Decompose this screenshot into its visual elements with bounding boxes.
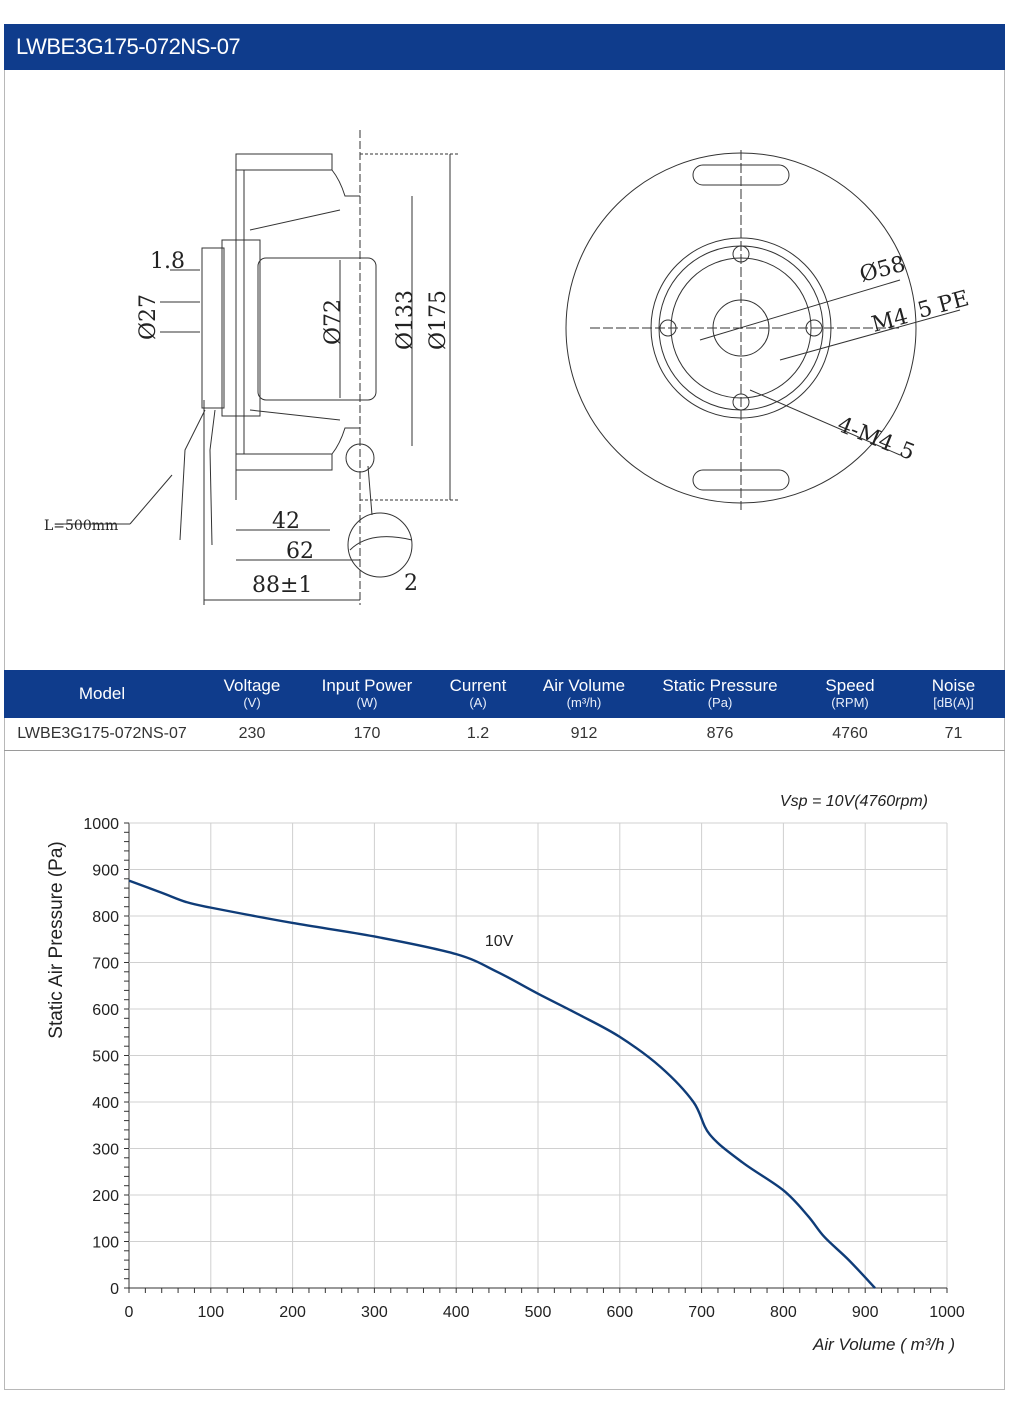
y-tick-label: 500 <box>92 1049 119 1066</box>
dim-88: 88±1 <box>252 573 312 598</box>
x-tick-label: 600 <box>606 1304 633 1321</box>
y-axis-label: Static Air Pressure (Pa) <box>46 841 67 1038</box>
x-tick-label: 200 <box>279 1304 306 1321</box>
series-label-10v: 10V <box>485 933 514 950</box>
col-model: Model <box>4 670 200 718</box>
x-tick-label: 700 <box>688 1304 715 1321</box>
col-static-pressure: Static Pressure(Pa) <box>642 670 798 718</box>
table-header-row: Model Voltage(V) Input Power(W) Current(… <box>4 670 1005 718</box>
x-tick-label: 800 <box>770 1304 797 1321</box>
dim-d72: Ø72 <box>321 299 346 345</box>
cell-air-volume: 912 <box>526 718 642 751</box>
x-tick-label: 900 <box>852 1304 879 1321</box>
y-tick-label: 700 <box>92 956 119 973</box>
x-tick-label: 100 <box>197 1304 224 1321</box>
cell-current: 1.2 <box>430 718 526 751</box>
y-tick-label: 800 <box>92 909 119 926</box>
y-tick-label: 900 <box>92 863 119 880</box>
y-tick-label: 1000 <box>83 816 119 833</box>
dim-62: 62 <box>286 539 314 564</box>
page-title-bar: LWBE3G175-072NS-07 <box>4 24 1005 70</box>
y-tick-label: 100 <box>92 1235 119 1252</box>
dim-d58: Ø58 <box>857 252 908 288</box>
col-noise: Noise[dB(A)] <box>902 670 1005 718</box>
dim-2: 2 <box>404 571 418 596</box>
y-tick-label: 0 <box>110 1281 119 1298</box>
x-tick-label: 500 <box>525 1304 552 1321</box>
series-line-10v <box>128 879 876 1289</box>
y-tick-label: 200 <box>92 1188 119 1205</box>
dimension-drawing: 1.8 Ø27 Ø72 Ø133 Ø175 L=500mm 42 62 88±1… <box>44 130 972 605</box>
dim-5: 5 <box>896 437 918 465</box>
x-tick-label: 0 <box>125 1304 134 1321</box>
dim-d133: Ø133 <box>393 290 418 350</box>
dim-1-8: 1.8 <box>150 249 185 274</box>
col-air-volume: Air Volume(m³/h) <box>526 670 642 718</box>
cell-noise: 71 <box>902 718 1005 751</box>
col-speed: Speed(RPM) <box>798 670 902 718</box>
dim-42: 42 <box>272 509 300 534</box>
y-tick-label: 400 <box>92 1095 119 1112</box>
dim-d27: Ø27 <box>136 294 161 340</box>
dim-m4: M4 <box>869 304 911 338</box>
x-axis-label: Air Volume ( m³/h ) <box>812 1335 955 1354</box>
dim-d175: Ø175 <box>426 290 451 350</box>
x-tick-label: 1000 <box>929 1304 965 1321</box>
cell-speed: 4760 <box>798 718 902 751</box>
dim-cable-length: L=500mm <box>44 518 118 534</box>
cell-static-pressure: 876 <box>642 718 798 751</box>
col-voltage: Voltage(V) <box>200 670 304 718</box>
x-tick-label: 400 <box>443 1304 470 1321</box>
table-row: LWBE3G175-072NS-07 230 170 1.2 912 876 4… <box>4 718 1005 751</box>
cell-model: LWBE3G175-072NS-07 <box>4 718 200 751</box>
x-tick-label: 300 <box>361 1304 388 1321</box>
cell-voltage: 230 <box>200 718 304 751</box>
page-title: LWBE3G175-072NS-07 <box>16 34 241 59</box>
y-tick-label: 600 <box>92 1002 119 1019</box>
cell-input-power: 170 <box>304 718 430 751</box>
y-tick-label: 300 <box>92 1142 119 1159</box>
performance-chart: 0 100 200 300 400 500 600 700 800 900 1000 0 100 200 3… <box>46 793 965 1354</box>
dim-5pe: 5 PE <box>915 286 972 324</box>
col-input-power: Input Power(W) <box>304 670 430 718</box>
col-current: Current(A) <box>430 670 526 718</box>
chart-subtitle: Vsp = 10V(4760rpm) <box>780 793 928 810</box>
spec-table: Model Voltage(V) Input Power(W) Current(… <box>4 670 1005 751</box>
